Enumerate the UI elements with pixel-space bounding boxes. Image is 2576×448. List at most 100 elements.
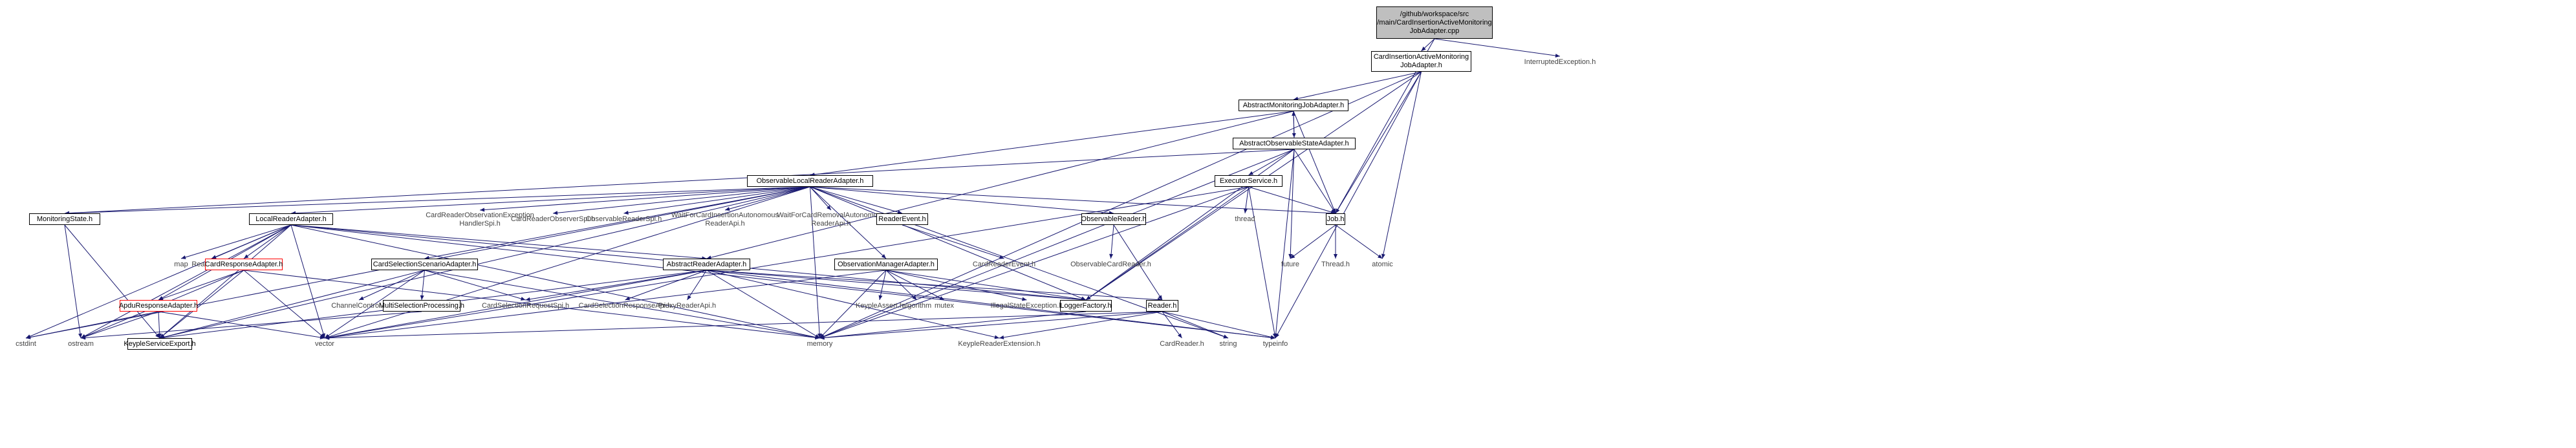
edge-abstract-observable-state-adapter-to-future <box>1290 149 1295 259</box>
arrowhead-observable-local-reader-adapter-to-card-reader-observer-spi <box>553 211 558 215</box>
node-keyple-assert[interactable]: KeypleAssert.h <box>856 301 904 310</box>
edge-apdu-response-adapter-to-vector <box>158 311 325 339</box>
arrowhead-reader-header-to-typeinfo <box>1270 335 1275 339</box>
node-reader-header[interactable]: Reader.h <box>1146 300 1178 312</box>
node-thread[interactable]: thread <box>1235 215 1255 223</box>
edge-abstract-observable-state-adapter-to-typeinfo <box>1275 149 1295 339</box>
edge-observation-manager-adapter-to-memory <box>819 270 887 339</box>
edge-card-selection-scenario-adapter-to-keyple-service-export <box>159 270 425 339</box>
edge-cia-header-to-typeinfo <box>1275 71 1422 339</box>
arrowhead-executor-service-to-typeinfo <box>1272 333 1277 338</box>
edge-observation-manager-adapter-to-algorithm <box>885 270 917 301</box>
arrowhead-card-selection-scenario-adapter-to-card-selection-request-spi <box>520 297 526 301</box>
node-future[interactable]: future <box>1281 260 1300 268</box>
arrowhead-executor-service-to-logger-factory <box>1086 295 1091 300</box>
edge-monitoring-state-to-ostream <box>64 224 81 339</box>
node-card-reader-observer-spi[interactable]: CardReaderObserverSpi.h <box>510 215 596 223</box>
arrowhead-reader-header-to-string <box>1223 334 1228 339</box>
node-map[interactable]: map <box>174 260 188 268</box>
arrowhead-observable-local-reader-adapter-to-wait-for-card-insertion <box>725 207 730 211</box>
arrowhead-observable-reader-to-reader-header <box>1158 295 1162 300</box>
node-apdu-response-adapter[interactable]: ApduResponseAdapter.h <box>119 300 198 312</box>
node-card-reader-observation-exception-handler-spi[interactable]: CardReaderObservationException HandlerSp… <box>426 211 534 228</box>
arrowhead-monitoring-state-to-ostream <box>78 333 82 338</box>
arrowhead-observable-local-reader-adapter-to-observation-manager-adapter <box>881 254 886 259</box>
edge-observable-local-reader-adapter-to-local-reader-adapter <box>290 186 810 214</box>
arrowhead-root-file-to-cia-header <box>1421 47 1426 51</box>
node-multi-selection-processing[interactable]: MultiSelectionProcessing.h <box>379 300 464 312</box>
node-cia-header[interactable]: CardInsertionActiveMonitoring JobAdapter… <box>1371 51 1471 72</box>
node-card-selection-request-spi[interactable]: CardSelectionRequestSpi.h <box>481 301 570 310</box>
node-mutex[interactable]: mutex <box>935 301 954 310</box>
node-typeinfo[interactable]: typeinfo <box>1262 339 1288 348</box>
edge-card-response-adapter-to-apdu-response-adapter <box>158 270 244 301</box>
arrowhead-cia-header-to-atomic <box>1381 253 1385 259</box>
node-interrupted-exception[interactable]: InterruptedException.h <box>1524 58 1596 66</box>
arrowhead-reader-event-to-card-reader-event <box>999 255 1004 259</box>
arrowhead-abstract-observable-state-adapter-to-abstract-monitoring-job-adapter <box>1292 111 1296 116</box>
arrowhead-observable-reader-to-observable-card-reader <box>1109 253 1114 259</box>
edge-abstract-observable-state-adapter-to-executor-service <box>1248 149 1295 176</box>
edge-observable-local-reader-adapter-to-observable-reader-spi <box>623 186 810 214</box>
node-job[interactable]: Job.h <box>1326 213 1345 225</box>
node-channel-control[interactable]: ChannelControl.h <box>331 301 387 310</box>
node-vector[interactable]: vector <box>315 339 334 348</box>
node-card-response-adapter[interactable]: CardResponseAdapter.h <box>205 259 283 270</box>
arrowhead-observable-local-reader-adapter-to-card-reader-observation-exception-handler-spi <box>480 208 485 212</box>
node-abstract-observable-state-adapter[interactable]: AbstractObservableStateAdapter.h <box>1233 138 1356 149</box>
node-atomic[interactable]: atomic <box>1372 260 1393 268</box>
node-monitoring-state[interactable]: MonitoringState.h <box>29 213 100 225</box>
edge-observation-manager-adapter-to-mutex <box>885 270 945 301</box>
node-memory[interactable]: memory <box>806 339 833 348</box>
node-card-reader-event[interactable]: CardReaderEvent.h <box>972 260 1036 268</box>
node-algorithm[interactable]: algorithm <box>902 301 932 310</box>
node-observable-reader[interactable]: ObservableReader.h <box>1081 213 1146 225</box>
edge-observable-local-reader-adapter-to-card-selection-scenario-adapter <box>424 186 810 259</box>
edge-reader-header-to-memory <box>819 311 1163 339</box>
node-abstract-monitoring-job-adapter[interactable]: AbstractMonitoringJobAdapter.h <box>1239 100 1348 111</box>
arrowhead-abstract-reader-adapter-to-proxy-reader-api <box>687 295 691 300</box>
node-illegal-state-exception[interactable]: IllegalStateException.h <box>990 301 1063 310</box>
arrowhead-logger-factory-to-memory <box>819 336 825 340</box>
node-card-selection-response-api[interactable]: CardSelectionResponseApi.h <box>578 301 672 310</box>
node-local-reader-adapter[interactable]: LocalReaderAdapter.h <box>249 213 333 225</box>
node-keyple-reader-extension[interactable]: KeypleReaderExtension.h <box>958 339 1041 348</box>
edge-abstract-observable-state-adapter-to-job <box>1293 149 1336 214</box>
node-abstract-reader-adapter[interactable]: AbstractReaderAdapter.h <box>663 259 750 270</box>
arrowhead-card-response-adapter-to-apdu-response-adapter <box>158 296 164 301</box>
node-logger-factory[interactable]: LoggerFactory.h <box>1060 300 1112 312</box>
arrowhead-card-selection-scenario-adapter-to-multi-selection-processing <box>420 295 424 300</box>
edge-job-to-future <box>1290 224 1336 259</box>
edge-reader-header-to-vector <box>324 311 1163 339</box>
arrowhead-abstract-observable-state-adapter-to-job <box>1331 208 1336 213</box>
node-root-file[interactable]: /github/workspace/src /main/CardInsertio… <box>1376 6 1493 39</box>
node-observation-manager-adapter[interactable]: ObservationManagerAdapter.h <box>834 259 938 270</box>
arrowhead-abstract-observable-state-adapter-to-executor-service <box>1248 171 1254 175</box>
edge-cia-header-to-memory <box>819 71 1422 339</box>
edge-observable-reader-to-observable-card-reader <box>1110 224 1114 259</box>
edge-observable-local-reader-adapter-to-job <box>810 186 1336 214</box>
node-wait-for-card-insertion[interactable]: WaitForCardInsertionAutonomous ReaderApi… <box>671 211 779 228</box>
node-observable-reader-spi[interactable]: ObservableReaderSpi.h <box>585 215 662 223</box>
edge-monitoring-state-to-keyple-service-export <box>64 224 160 339</box>
node-ostream[interactable]: ostream <box>68 339 94 348</box>
arrowhead-reader-header-to-vector <box>325 336 330 340</box>
edge-abstract-monitoring-job-adapter-to-abstract-reader-adapter <box>706 111 1294 259</box>
node-observable-local-reader-adapter[interactable]: ObservableLocalReaderAdapter.h <box>747 175 873 187</box>
node-executor-service[interactable]: ExecutorService.h <box>1215 175 1283 187</box>
node-proxy-reader-api[interactable]: ProxyReaderApi.h <box>658 301 717 310</box>
node-string[interactable]: string <box>1219 339 1237 348</box>
node-reader-event[interactable]: ReaderEvent.h <box>876 213 928 225</box>
edge-observation-manager-adapter-to-illegal-state-exception <box>885 270 1027 301</box>
node-observable-card-reader[interactable]: ObservableCardReader.h <box>1070 260 1151 268</box>
edge-observation-manager-adapter-to-keyple-assert <box>879 270 887 301</box>
node-thread-header[interactable]: Thread.h <box>1321 260 1350 268</box>
node-keyple-service-export[interactable]: KeypleServiceExport.h <box>124 338 196 350</box>
node-card-selection-scenario-adapter[interactable]: CardSelectionScenarioAdapter.h <box>371 259 478 270</box>
node-card-reader[interactable]: CardReader.h <box>1160 339 1204 348</box>
node-wait-for-card-removal[interactable]: WaitForCardRemovalAutonomous ReaderApi.h <box>777 211 885 228</box>
edge-cia-header-to-abstract-monitoring-job-adapter <box>1293 71 1422 100</box>
node-cstdint[interactable]: cstdint <box>16 339 36 348</box>
arrowhead-local-reader-adapter-to-card-response-adapter <box>244 254 249 259</box>
